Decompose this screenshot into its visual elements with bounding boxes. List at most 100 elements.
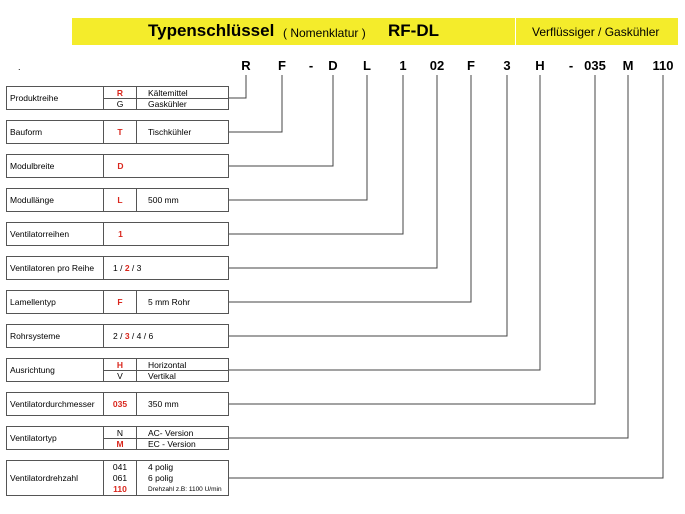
connector-line-6 xyxy=(229,75,438,269)
code-value: V xyxy=(117,370,123,381)
code-value: H xyxy=(116,359,124,370)
row-modull-nge: Modullänge L 500 mm xyxy=(6,188,229,212)
code-char-14: 110 xyxy=(652,58,674,73)
description-value: AC- Version xyxy=(148,427,194,438)
connector-line-1 xyxy=(229,75,247,99)
connector-line-3 xyxy=(229,75,334,167)
option-separator: / xyxy=(117,263,125,273)
code-value: F xyxy=(117,297,123,307)
description-list: Tischkühler xyxy=(137,121,228,143)
option-value: 3 xyxy=(124,331,130,341)
connector-line-9 xyxy=(229,75,541,371)
option-value: 4 xyxy=(136,331,142,341)
product-category: Verflüssiger / Gaskühler xyxy=(532,25,660,39)
title-banner xyxy=(72,18,678,45)
connector-line-8 xyxy=(229,75,508,337)
banner-divider xyxy=(515,18,516,45)
code-list: T xyxy=(104,121,137,143)
code-char-12: 035 xyxy=(584,58,606,73)
row-label: Ventilatordurchmesser xyxy=(7,393,104,415)
row-label: Modullänge xyxy=(7,189,104,211)
option-value: 3 xyxy=(136,263,142,273)
code-char-10: H xyxy=(535,58,545,73)
description-list: 5 mm Rohr xyxy=(137,291,228,313)
code-char-3: - xyxy=(308,58,314,73)
description-list: 350 mm xyxy=(137,393,228,415)
code-list: L xyxy=(104,189,137,211)
code-list: 1 xyxy=(104,223,137,245)
description-value: Vertikal xyxy=(148,370,176,381)
row-lamellentyp: Lamellentyp F 5 mm Rohr xyxy=(6,290,229,314)
description-value: 350 mm xyxy=(148,399,179,409)
row-label: Modulbreite xyxy=(7,155,104,177)
code-char-13: M xyxy=(622,58,634,73)
diagram-title: Typenschlüssel xyxy=(148,21,275,40)
description-value: Horizontal xyxy=(148,359,187,370)
code-value: 061 xyxy=(112,472,128,483)
code-char-7: 02 xyxy=(429,58,445,73)
row-label: Rohrsysteme xyxy=(7,325,104,347)
row-label: Ventilatoren pro Reihe xyxy=(7,257,104,279)
row-divider xyxy=(104,98,228,99)
code-list: D xyxy=(104,155,137,177)
option-value: 2 xyxy=(113,331,118,341)
row-divider xyxy=(104,370,228,371)
connector-line-2 xyxy=(229,75,283,133)
code-char-4: D xyxy=(328,58,338,73)
description-value: 6 polig xyxy=(148,472,174,483)
option-separator: / xyxy=(141,331,149,341)
code-value: D xyxy=(117,161,124,171)
code-char-9: 3 xyxy=(503,58,511,73)
row-label: Ventilatordrehzahl xyxy=(7,461,104,495)
code-value: L xyxy=(117,195,123,205)
code-value: N xyxy=(116,427,124,438)
code-char-5: L xyxy=(363,58,371,73)
connector-line-10 xyxy=(229,75,596,405)
code-value: G xyxy=(116,98,124,109)
code-char-2: F xyxy=(278,58,286,73)
description-value: Drehzahl z.B: 1100 U/min xyxy=(148,485,222,493)
description-value: 500 mm xyxy=(148,195,179,205)
connector-line-5 xyxy=(229,75,404,235)
option-value: 1 xyxy=(113,263,118,273)
code-char-6: 1 xyxy=(399,58,407,73)
option-list: 1 / 2 / 3 xyxy=(104,257,230,279)
description-value: EC - Version xyxy=(148,438,196,449)
code-value: 110 xyxy=(113,484,127,495)
connector-line-7 xyxy=(229,75,472,303)
description-value: Tischkühler xyxy=(148,127,192,137)
row-label: Ventilatortyp xyxy=(7,427,104,449)
code-value: R xyxy=(116,87,124,98)
option-separator: / xyxy=(129,263,137,273)
connector-line-12 xyxy=(229,75,664,479)
row-modulbreite: Modulbreite D xyxy=(6,154,229,178)
description-list: 500 mm xyxy=(137,189,228,211)
code-list: 035 xyxy=(104,393,137,415)
stray-dot: . xyxy=(18,62,21,72)
row-label: Produktreihe xyxy=(7,87,104,109)
code-char-1: R xyxy=(241,58,251,73)
code-char-11: - xyxy=(568,58,574,73)
row-label: Lamellentyp xyxy=(7,291,104,313)
diagram-subtitle: ( Nomenklatur ) xyxy=(283,26,366,40)
option-cell: 2 / 3 / 4 / 6 xyxy=(104,325,230,347)
code-value: M xyxy=(116,438,124,449)
code-value: 1 xyxy=(118,229,123,239)
code-value: 035 xyxy=(112,399,128,409)
option-value: 2 xyxy=(124,263,130,273)
connector-line-11 xyxy=(229,75,629,439)
row-label: Ausrichtung xyxy=(7,359,104,381)
row-ventilatordurchmesser: Ventilatordurchmesser 035 350 mm xyxy=(6,392,229,416)
